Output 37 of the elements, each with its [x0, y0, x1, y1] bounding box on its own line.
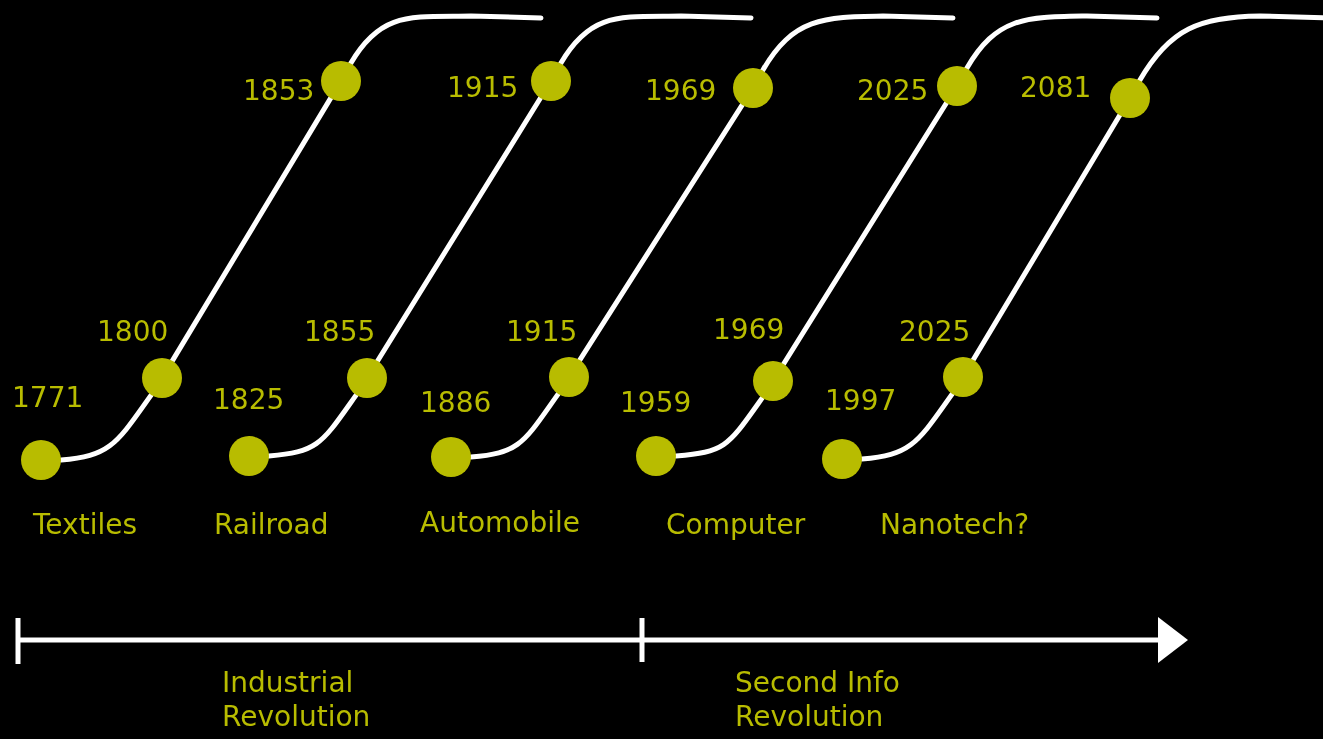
year-label: 2025 — [857, 77, 929, 105]
year-label: 1800 — [97, 318, 169, 346]
year-label: 1915 — [447, 74, 519, 102]
technology-label: Nanotech? — [880, 508, 1031, 542]
year-label: 1771 — [12, 384, 84, 412]
year-label: 2025 — [899, 318, 971, 346]
era-label: Second Info Revolution — [735, 666, 901, 734]
s-curve-line — [964, 13, 1160, 71]
technology-label: Computer — [666, 508, 807, 542]
s-curve-line — [760, 13, 956, 73]
s-curve-line — [375, 95, 543, 364]
s-curve-line — [577, 102, 745, 363]
year-label: 1886 — [420, 389, 492, 417]
year-label: 1969 — [645, 77, 717, 105]
s-curve-line — [970, 112, 1123, 363]
s-curve-line — [266, 392, 359, 459]
year-label: 1997 — [825, 387, 897, 415]
year-label: 1959 — [620, 389, 692, 417]
s-curve-line — [859, 391, 955, 462]
year-label: 1853 — [243, 77, 315, 105]
technology-label: Railroad — [214, 508, 330, 542]
year-label: 1915 — [506, 318, 578, 346]
technology-label: Textiles — [33, 508, 138, 542]
year-label: 1969 — [713, 316, 785, 344]
s-curve-line — [468, 391, 561, 460]
technology-label: Automobile — [420, 506, 581, 540]
era-label: Industrial Revolution — [222, 666, 372, 734]
s-curve-line — [781, 100, 949, 367]
s-curve-line — [558, 13, 754, 66]
s-curve-line — [169, 95, 334, 364]
s-curve-line — [673, 395, 765, 459]
s-curve-line — [1137, 13, 1323, 83]
s-curve-line — [58, 392, 154, 463]
year-label: 1825 — [213, 386, 285, 414]
year-label: 1855 — [304, 318, 376, 346]
s-curve-line — [348, 13, 544, 66]
year-label: 2081 — [1020, 74, 1092, 102]
